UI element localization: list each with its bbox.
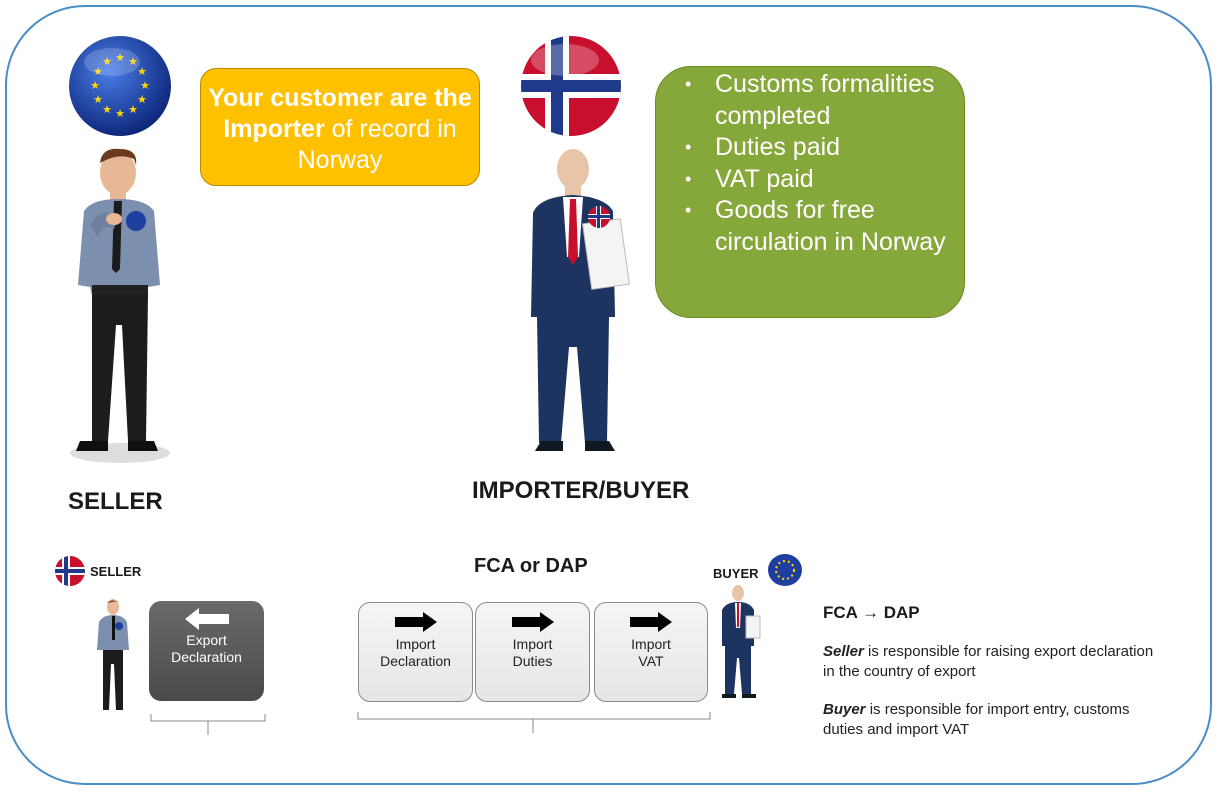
seller-figure-icon (97, 599, 129, 710)
diagram-frame (5, 5, 1212, 785)
svg-text:★: ★ (115, 107, 125, 120)
buyer-figure-icon (722, 585, 761, 698)
importer-buyer-label: IMPORTER/BUYER (472, 477, 690, 504)
seller-label: SELLER (68, 488, 163, 515)
status-bullet: Customs formalities completed (685, 69, 954, 132)
status-callout: Customs formalities completed Duties pai… (655, 66, 965, 318)
flow-buyer-label: BUYER (713, 566, 759, 581)
flow-title: FCA or DAP (474, 555, 588, 577)
export-declaration-box: Export Declaration (149, 601, 264, 701)
norway-flag-icon (521, 36, 621, 136)
eu-flag-icon (768, 554, 802, 586)
buyer-figure-icon (531, 149, 630, 451)
seller-figure-icon (70, 148, 170, 463)
importer-callout-rest: of record in Norway (297, 115, 457, 174)
arrow-left-icon (184, 608, 229, 630)
arrow-right-icon (511, 612, 554, 632)
svg-text:★: ★ (102, 103, 112, 116)
seller-responsibility: Seller is responsible for raising export… (823, 642, 1163, 682)
svg-text:★: ★ (128, 55, 138, 68)
import-vat-box: Import VAT (594, 602, 708, 702)
svg-text:★: ★ (115, 51, 125, 64)
arrow-right-icon (394, 612, 437, 632)
eu-flag-icon: ★★★ ★★★ ★★★ ★★★ (69, 36, 171, 136)
buyer-responsibility: Buyer is responsible for import entry, c… (823, 700, 1173, 740)
import-declaration-text: Import Declaration (380, 636, 451, 669)
seller-responsibility-text: is responsible for raising export declar… (823, 643, 1154, 680)
svg-text:★: ★ (93, 93, 103, 106)
export-bracket (150, 714, 266, 735)
seller-role: Seller (823, 643, 864, 660)
status-bullet: Duties paid (685, 132, 954, 164)
svg-text:★: ★ (90, 79, 100, 92)
svg-text:★: ★ (137, 93, 147, 106)
svg-text:★: ★ (93, 65, 103, 78)
import-duties-box: Import Duties (475, 602, 590, 702)
export-declaration-text: Export Declaration (171, 632, 242, 665)
svg-text:★: ★ (140, 79, 150, 92)
svg-text:★: ★ (128, 103, 138, 116)
importer-callout-bold: Your customer are the Importer (208, 84, 472, 143)
status-bullet: VAT paid (685, 164, 954, 196)
import-vat-text: Import VAT (631, 636, 671, 669)
import-bracket (357, 712, 711, 733)
terms-heading: FCA → DAP (823, 603, 920, 622)
status-bullet: Goods for free circulation in Norway (685, 195, 954, 258)
buyer-responsibility-text: is responsible for import entry, customs… (823, 701, 1130, 738)
flow-seller-label: SELLER (90, 564, 142, 579)
arrow-right-icon (630, 612, 672, 632)
importer-callout: Your customer are the Importer of record… (200, 68, 480, 186)
import-declaration-box: Import Declaration (358, 602, 473, 702)
svg-text:★: ★ (137, 65, 147, 78)
svg-text:★: ★ (102, 55, 112, 68)
import-duties-text: Import Duties (512, 636, 553, 669)
buyer-role: Buyer (823, 701, 866, 718)
norway-flag-icon (55, 556, 85, 586)
